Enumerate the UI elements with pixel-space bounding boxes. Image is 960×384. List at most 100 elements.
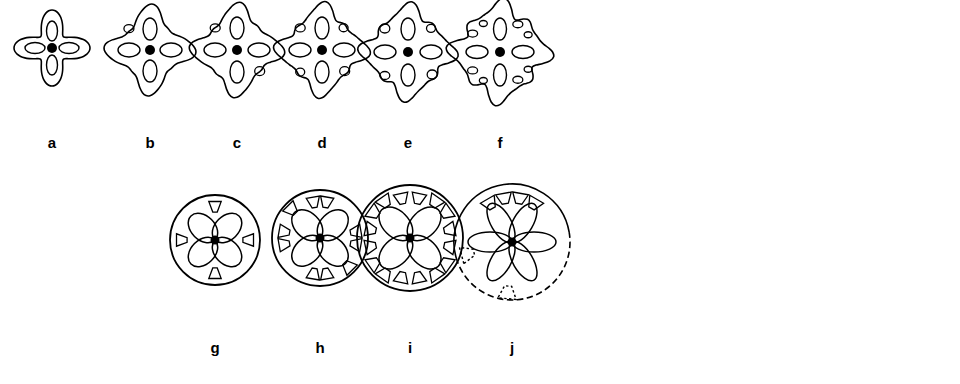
canal — [25, 43, 45, 54]
canal — [466, 46, 488, 59]
section-outline — [358, 2, 458, 102]
central-core — [232, 45, 242, 55]
small-chamber-dotted — [459, 247, 474, 263]
small-canal — [210, 24, 220, 32]
small-chamber — [365, 203, 380, 218]
small-canal — [380, 24, 390, 33]
panel-letter: i — [408, 340, 412, 355]
small-chamber — [496, 192, 512, 204]
section-outline — [446, 0, 554, 106]
small-chamber — [412, 192, 426, 204]
stem-section — [104, 4, 196, 96]
stem-section — [446, 0, 554, 106]
locule — [401, 201, 448, 248]
small-canal — [124, 25, 134, 33]
small-chamber — [306, 196, 319, 208]
canal — [512, 46, 534, 59]
central-core — [317, 45, 327, 55]
small-chamber-dotted — [498, 286, 516, 300]
canal — [494, 18, 507, 40]
panel-letter: d — [317, 135, 326, 150]
panel-letter: e — [404, 135, 412, 150]
small-canal — [295, 24, 305, 32]
small-chamber — [365, 258, 380, 273]
panel-letter: c — [233, 135, 241, 150]
locule — [286, 204, 329, 247]
small-chamber — [430, 268, 445, 283]
panel-letter: g — [210, 340, 219, 355]
canal — [315, 61, 329, 83]
small-chamber — [278, 224, 290, 237]
canal — [230, 17, 244, 39]
locule — [503, 237, 542, 285]
small-chamber — [306, 268, 319, 280]
canal — [420, 45, 442, 59]
canal — [47, 21, 58, 41]
panel-letter: a — [48, 135, 56, 150]
panel-letter: b — [145, 135, 154, 150]
small-chamber — [480, 195, 495, 210]
canal — [143, 60, 157, 82]
locule — [503, 199, 542, 247]
central-core — [403, 47, 413, 57]
canal — [374, 45, 396, 59]
central-core — [145, 45, 155, 55]
section-outline — [189, 2, 284, 97]
panel-letter: j — [510, 340, 514, 355]
locule — [311, 229, 354, 272]
small-chamber — [209, 201, 221, 212]
section-outline-dashed — [457, 232, 570, 300]
small-chamber — [430, 193, 445, 208]
central-core — [211, 236, 220, 245]
fruit-section — [272, 190, 368, 286]
canal — [118, 43, 140, 57]
stem-section — [274, 2, 371, 99]
small-chamber — [412, 272, 426, 284]
canal — [315, 17, 329, 39]
locule — [207, 232, 248, 273]
locule — [373, 229, 420, 276]
canal — [248, 43, 270, 57]
locule — [481, 237, 520, 285]
small-chamber — [321, 268, 334, 280]
central-core — [495, 47, 505, 57]
small-chamber — [529, 195, 544, 210]
small-canal — [380, 71, 390, 79]
small-chamber — [321, 196, 334, 208]
locule — [401, 229, 448, 276]
small-chamber — [375, 268, 390, 283]
central-core — [47, 43, 57, 53]
small-canal — [468, 30, 478, 37]
locule — [373, 201, 420, 248]
small-canal — [427, 70, 437, 79]
section-outline — [272, 190, 368, 286]
stem-section — [189, 2, 284, 97]
small-canal — [468, 67, 478, 74]
locule — [182, 232, 223, 273]
small-canal — [513, 76, 523, 83]
locule — [286, 229, 329, 272]
canal — [204, 43, 226, 57]
canal — [59, 43, 79, 54]
small-chamber — [343, 261, 358, 276]
small-canal — [339, 24, 348, 32]
central-core — [508, 238, 517, 247]
small-chamber — [364, 221, 376, 235]
locule — [207, 207, 248, 248]
small-canal — [296, 68, 305, 76]
section-outline — [454, 184, 569, 261]
small-canal — [340, 67, 350, 76]
locule — [481, 199, 520, 247]
small-chamber — [209, 268, 221, 279]
small-chamber — [176, 234, 187, 246]
small-chamber — [283, 201, 298, 216]
canal — [47, 55, 58, 75]
small-chamber — [440, 258, 455, 273]
canal — [401, 64, 415, 86]
canal — [230, 61, 244, 83]
central-core — [406, 234, 415, 243]
small-chamber — [513, 192, 529, 204]
fruit-section — [357, 185, 463, 291]
